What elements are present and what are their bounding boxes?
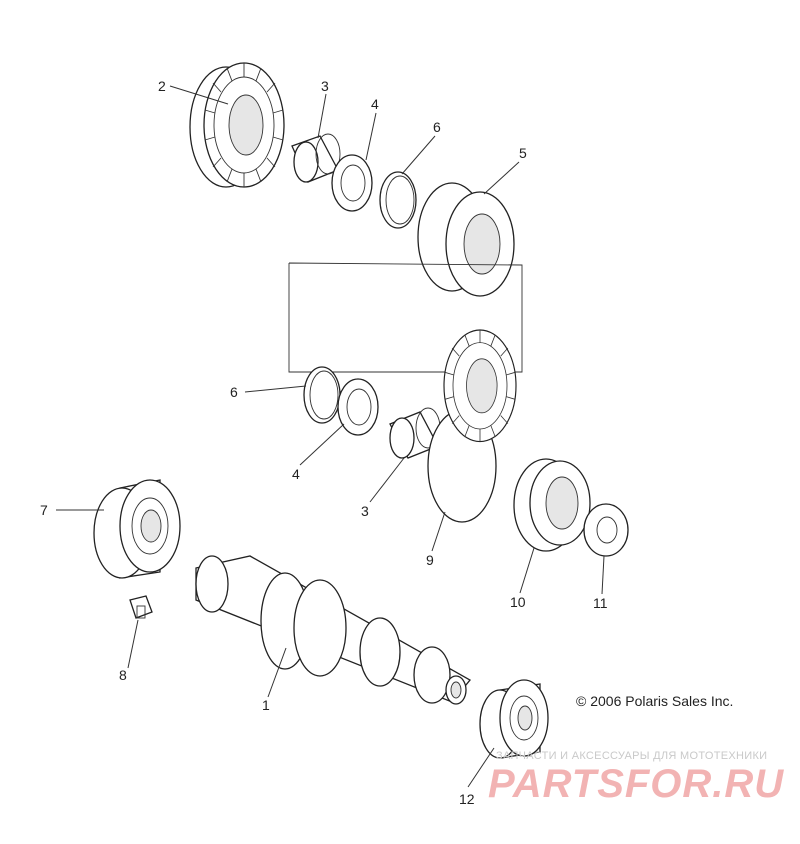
needle-bearing-part-3-lower: [389, 407, 441, 459]
callout-10: 10: [510, 594, 526, 610]
gear-part-2: [189, 62, 285, 188]
leader-lines: [56, 85, 605, 788]
gear-part-5: [417, 182, 515, 297]
callout-4-lower: 4: [292, 466, 300, 482]
callout-3-upper: 3: [321, 78, 329, 94]
snap-ring-part-6-lower: [303, 366, 341, 424]
watermark-logo: PARTSFOR.RU: [488, 762, 785, 806]
needle-bearing-part-3-upper: [291, 133, 341, 183]
callout-3-lower: 3: [361, 503, 369, 519]
gear-part-10: [513, 458, 591, 552]
callout-6-upper: 6: [433, 119, 441, 135]
group-bracket: [288, 262, 523, 373]
callout-5: 5: [519, 145, 527, 161]
splined-washer-part-4-upper: [331, 154, 373, 212]
watermark-tagline: ЗАПЧАСТИ И АКСЕССУАРЫ ДЛЯ МОТОТЕХНИКИ: [496, 750, 768, 762]
callout-2: 2: [158, 78, 166, 94]
copyright-notice: © 2006 Polaris Sales Inc.: [576, 693, 734, 709]
callout-8: 8: [119, 667, 127, 683]
callout-9: 9: [426, 552, 434, 568]
splined-washer-part-4-lower: [337, 378, 379, 436]
snap-ring-part-6-upper: [379, 171, 417, 229]
callout-7: 7: [40, 502, 48, 518]
callout-12: 12: [459, 791, 475, 807]
callout-1: 1: [262, 697, 270, 713]
ball-bearing-part-7: [93, 479, 181, 579]
ball-bearing-part-12: [479, 679, 549, 759]
thrust-washer-part-11: [583, 503, 629, 557]
input-shaft-part-1: [195, 555, 471, 705]
callout-11: 11: [593, 595, 608, 611]
callout-6-lower: 6: [230, 384, 238, 400]
gear-part-9: [427, 329, 517, 523]
bolt-part-8: [129, 595, 153, 619]
callout-4-upper: 4: [371, 96, 379, 112]
